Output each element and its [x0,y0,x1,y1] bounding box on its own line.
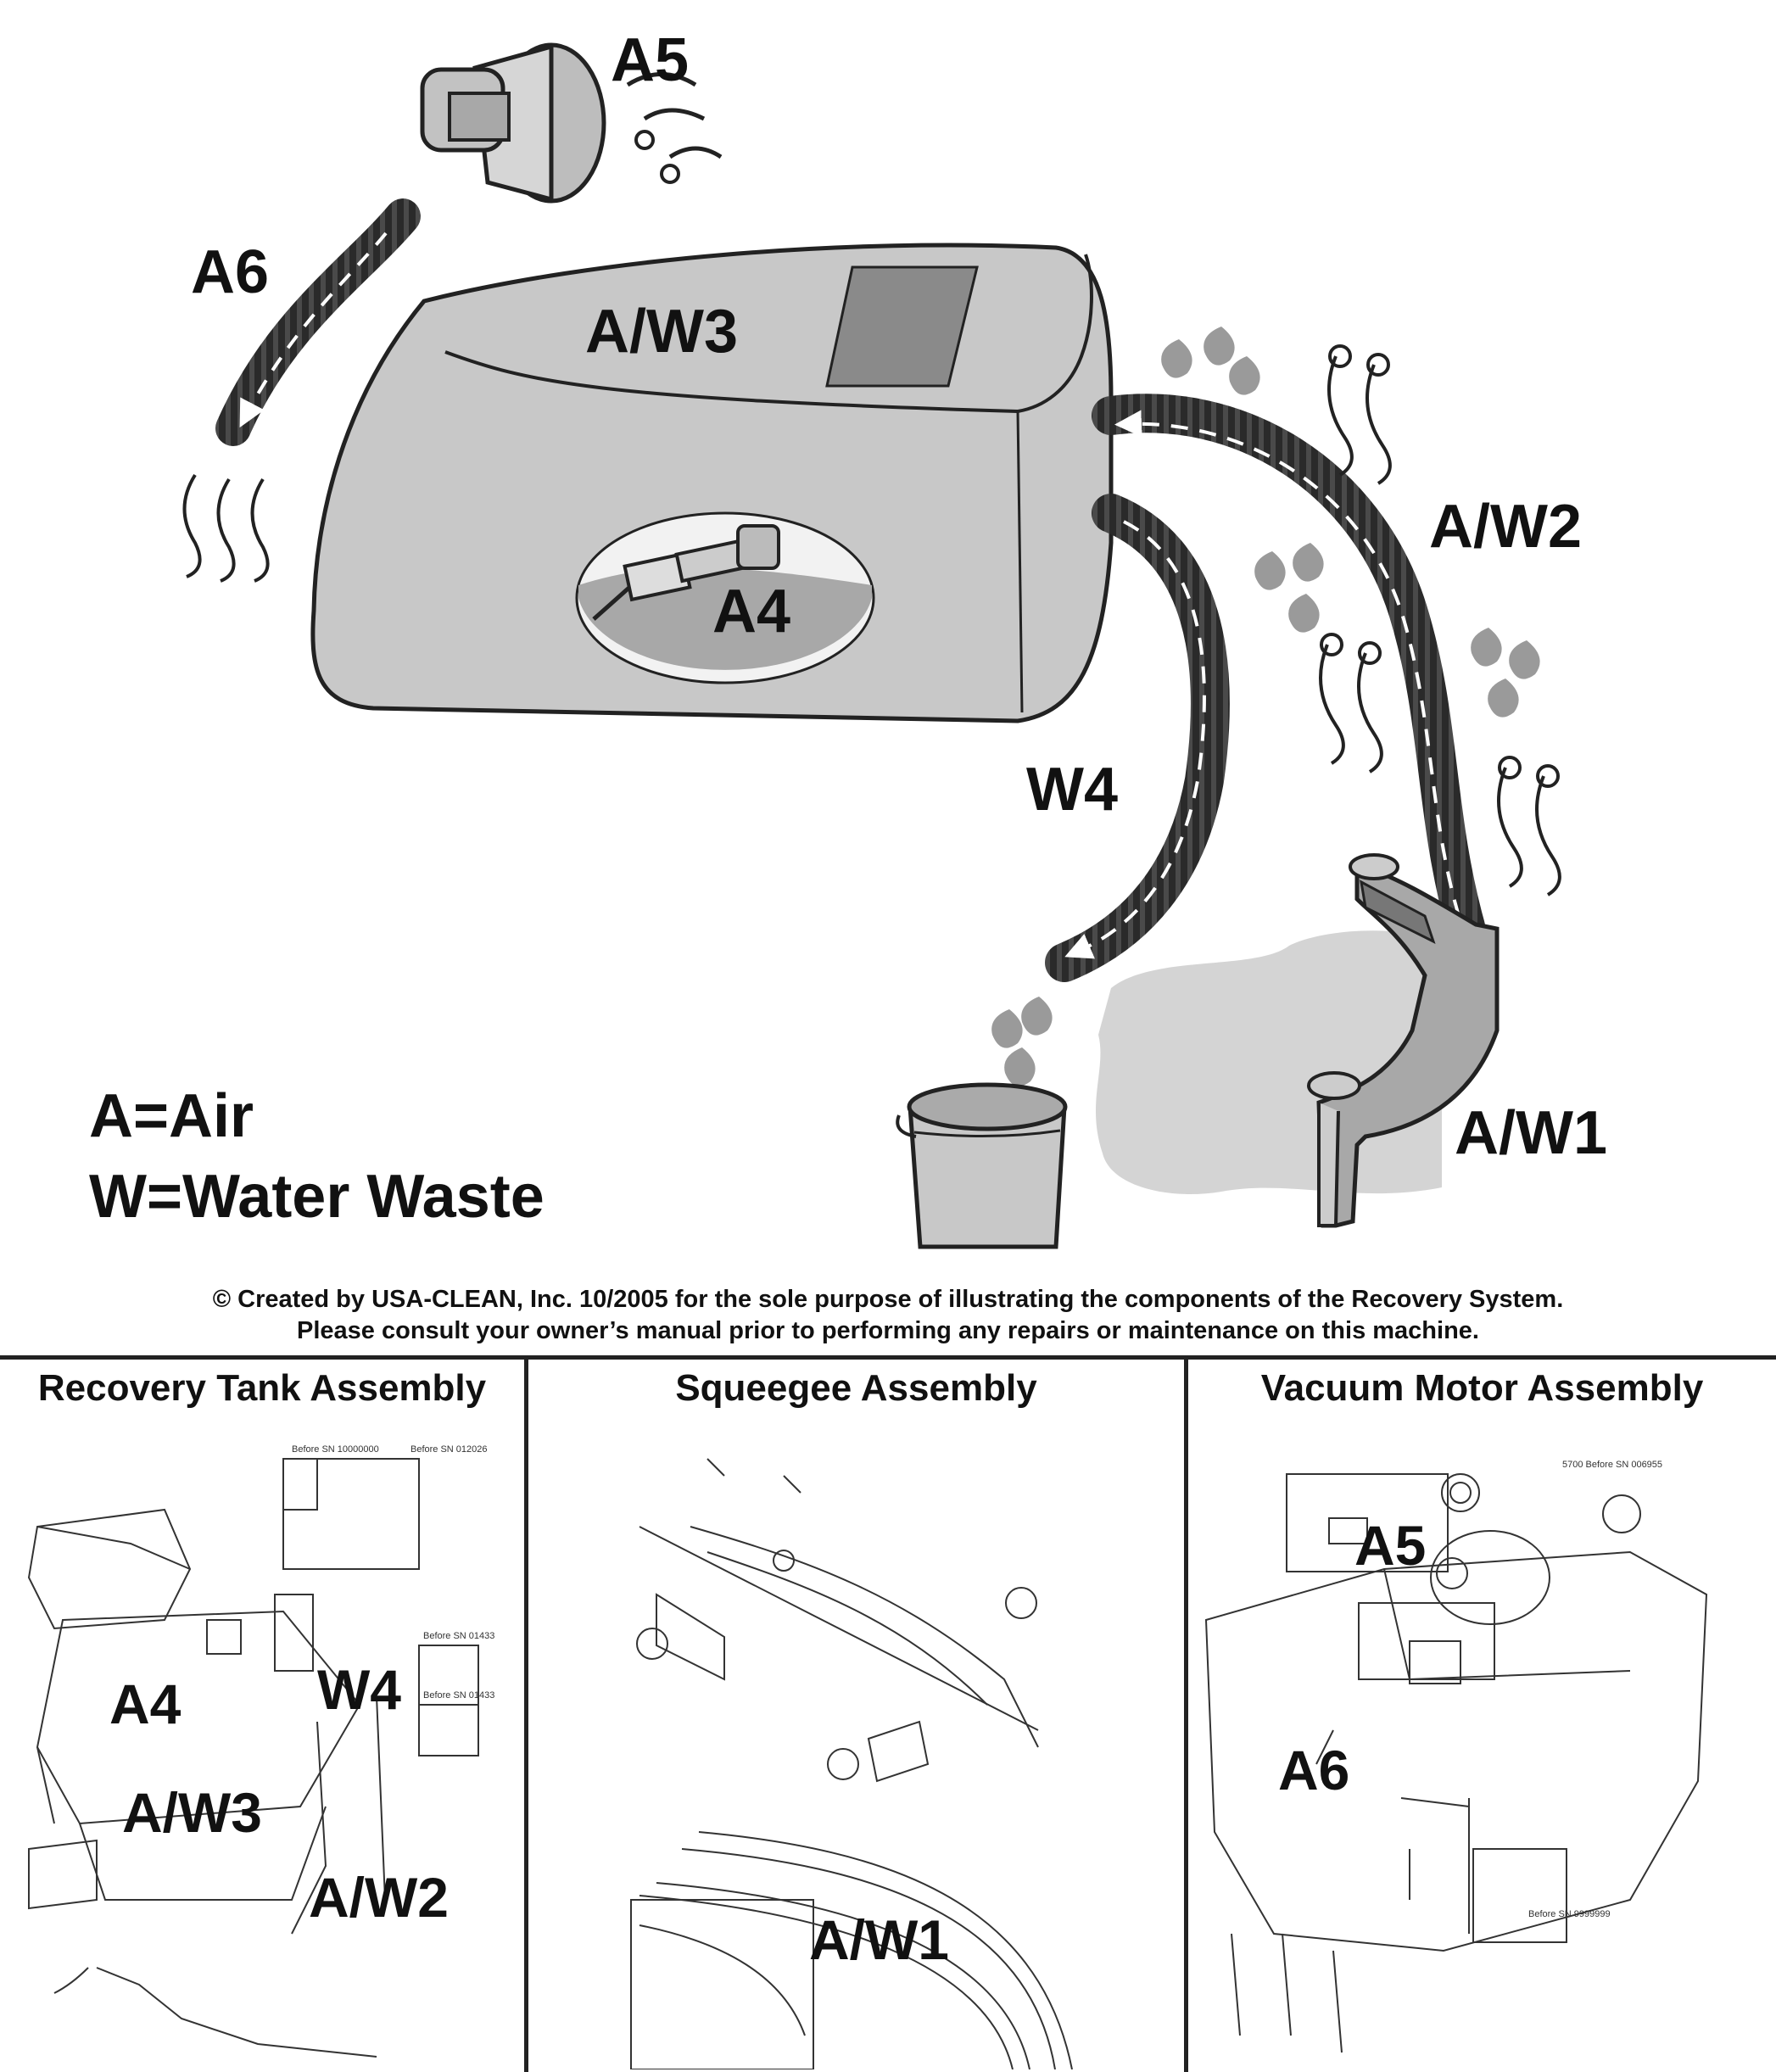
vacuum-hose [1092,394,1487,952]
legend-air: A=Air [89,1082,254,1150]
air-swirls [1319,344,1561,896]
recovery-label-aw2: A/W2 [309,1866,449,1929]
label-w4: W4 [1026,756,1118,824]
recovery-label-w4: W4 [317,1658,401,1721]
copyright-line-1: © Created by USA-CLEAN, Inc. 10/2005 for… [212,1286,1564,1313]
tank-label-plate [825,265,979,388]
label-a4: A4 [712,578,790,645]
label-aw1: A/W1 [1455,1099,1607,1167]
note-before-sn-9999999: Before SN 9999999 [1528,1909,1611,1919]
label-aw3: A/W3 [585,298,738,366]
label-a6: A6 [191,238,269,306]
recovery-label-a4: A4 [109,1673,182,1735]
recovery-label-aw3: A/W3 [122,1781,262,1844]
vacuum-motor-assembly-drawing: 5700 Before SN 006955 Before SN 9999999 … [1204,1460,1708,2053]
recovery-tank-assembly-drawing: Before SN 10000000 Before SN 012026 Befo… [27,1444,494,2058]
bucket [896,1082,1068,1249]
note-before-sn-01433-a: Before SN 01433 [423,1631,494,1641]
panel-title-squeegee: Squeegee Assembly [675,1367,1037,1409]
recovery-system-illustration: A5 A6 A/W3 A4 A/W2 W4 A/W1 [182,26,1607,1249]
exhaust-hose [182,198,421,583]
squeegee-assembly-drawing: A/W1 [630,1458,1073,2069]
label-a5: A5 [611,26,689,94]
note-5700-before-sn-006955: 5700 Before SN 006955 [1562,1460,1662,1470]
copyright-line-2: Please consult your owner’s manual prior… [297,1317,1479,1344]
panel-divider-2 [1184,1355,1188,2072]
panel-divider-1 [524,1355,528,2072]
recovery-tank [310,243,1114,723]
label-aw2: A/W2 [1429,493,1582,561]
panel-title-vacuum: Vacuum Motor Assembly [1260,1367,1704,1409]
note-before-sn-01433-b: Before SN 01433 [423,1690,494,1701]
vacuum-motor [420,42,723,204]
vacuum-label-a6: A6 [1278,1739,1349,1801]
water-droplets [991,327,1540,1086]
squeegee-label-aw1: A/W1 [809,1908,949,1971]
float-switch [592,524,780,621]
note-before-sn-012026: Before SN 012026 [410,1444,488,1455]
drain-hose [1045,494,1230,982]
panel-title-recovery: Recovery Tank Assembly [37,1367,487,1409]
panel-divider-top [0,1355,1776,1360]
vacuum-label-a5: A5 [1354,1514,1426,1577]
note-before-sn-10000000: Before SN 10000000 [292,1444,379,1455]
legend-water: W=Water Waste [89,1163,545,1231]
squeegee [1307,853,1500,1228]
